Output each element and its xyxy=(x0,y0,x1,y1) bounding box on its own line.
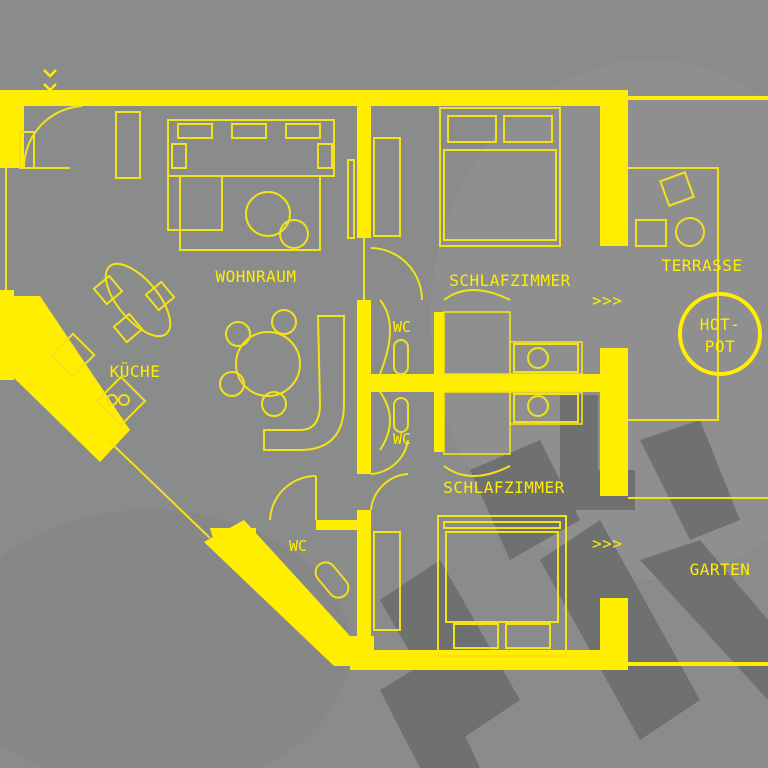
room-label-wohnraum: WOHNRAUM xyxy=(215,267,296,286)
walls xyxy=(0,90,768,670)
room-label-terrasse: TERRASSE xyxy=(661,256,742,275)
hotpot-circle xyxy=(678,292,762,376)
hotpot-label-line2: POT xyxy=(705,337,735,356)
garden-exit-arrows: >>> xyxy=(592,534,622,553)
hotpot-label-line1: HOT- xyxy=(700,315,741,334)
room-label-kueche: KÜCHE xyxy=(110,362,161,381)
room-label-schlafzimmer-2: SCHLAFZIMMER xyxy=(443,478,565,497)
room-label-wc-3: WC xyxy=(289,537,307,555)
room-label-garten: GARTEN xyxy=(690,560,751,579)
background-logo-mark xyxy=(380,395,768,768)
hotpot: HOT- POT xyxy=(678,292,762,376)
room-label-wc-1: WC xyxy=(393,318,411,336)
furniture xyxy=(19,105,705,657)
room-label-schlafzimmer-1: SCHLAFZIMMER xyxy=(449,271,571,290)
terrace-exit-arrows: >>> xyxy=(592,291,622,310)
entrance-arrow-icon xyxy=(43,69,57,106)
room-label-wc-2: WC xyxy=(393,430,411,448)
